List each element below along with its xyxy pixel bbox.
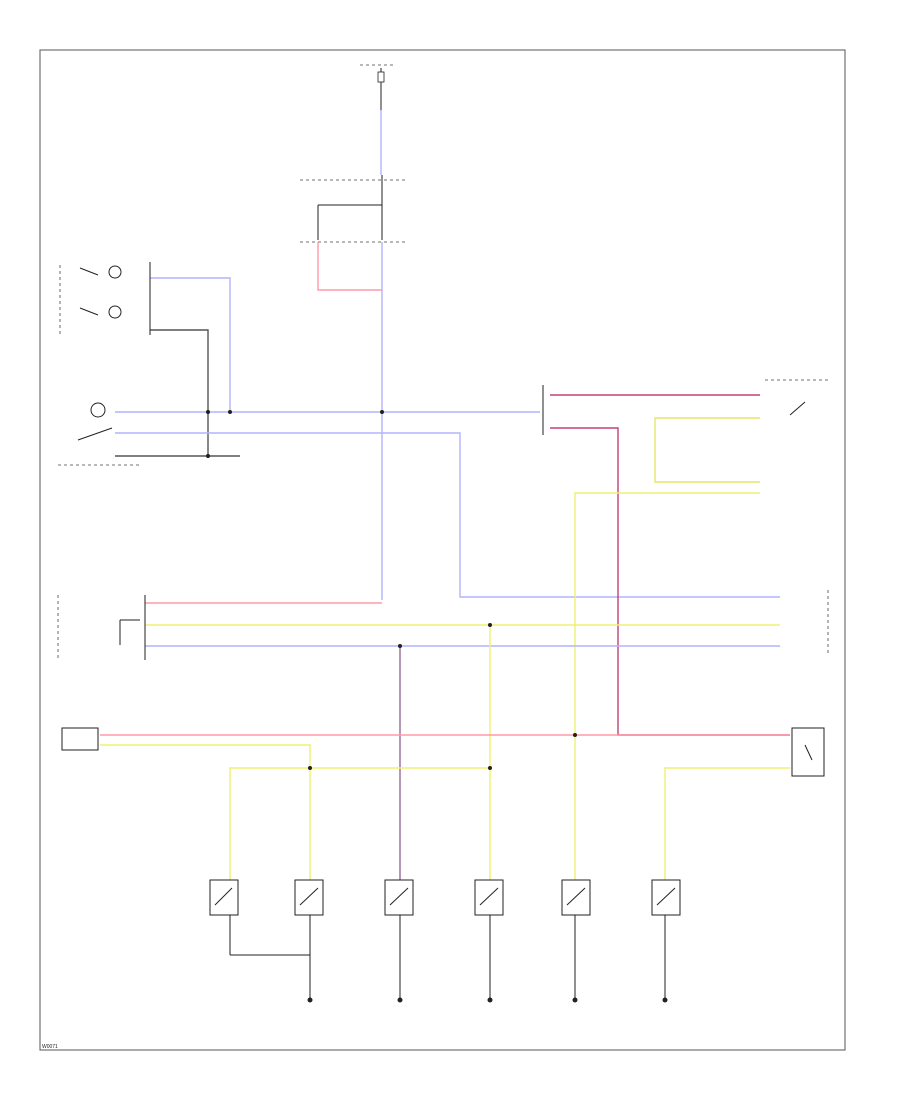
door-switch-5 — [561, 879, 591, 1000]
wire-red-fuse-loop — [317, 242, 382, 291]
door-switch-4 — [474, 879, 504, 1000]
hot-at-all-times-source — [360, 64, 395, 110]
page-number: W0071 — [42, 1044, 58, 1050]
trunk-room-light — [791, 727, 825, 777]
door-switch-3 — [384, 879, 414, 1000]
wire-blu-spot — [150, 277, 231, 412]
door-switch-6 — [651, 879, 681, 1000]
interior-light-control-unit — [57, 595, 146, 660]
wire-yel-door — [100, 744, 311, 880]
door-switch-2 — [294, 879, 324, 1000]
luggage-room-light — [765, 379, 828, 416]
splice-points — [206, 410, 577, 770]
dome-light — [58, 402, 140, 466]
door-switch-connector — [61, 727, 99, 751]
spot-light — [59, 262, 151, 335]
door-switch-1 — [209, 879, 310, 956]
fuse-block-junction — [300, 175, 405, 243]
wire-yel-door-branch — [229, 767, 490, 880]
ground-symbols — [307, 997, 668, 1003]
diagram-frame — [39, 49, 846, 1051]
wire-yel-luggage2 — [574, 492, 760, 880]
door-switch-group — [209, 879, 681, 1000]
wire-yel-right — [664, 767, 790, 880]
wire-blu-dome-lower — [115, 432, 780, 598]
wire-magenta-lower — [550, 427, 790, 736]
wire-yel-luggage — [654, 417, 760, 483]
wire-blk-spot-gnd — [150, 329, 209, 458]
